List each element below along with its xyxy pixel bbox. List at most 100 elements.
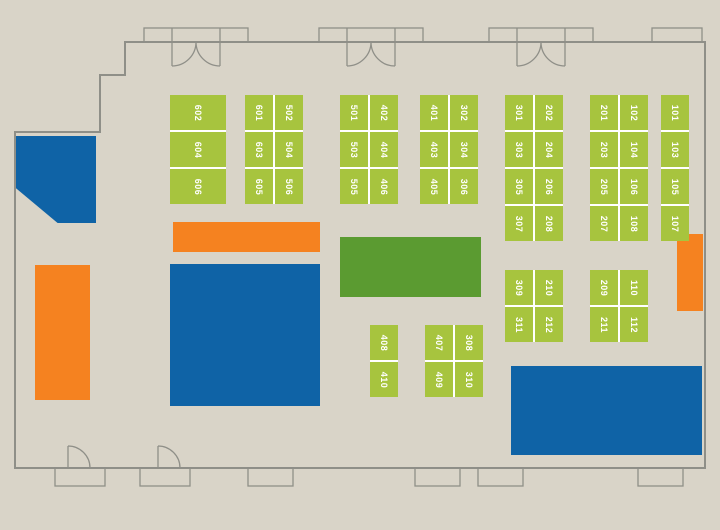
booth-number: 503 (349, 141, 359, 158)
booth-number: 302 (459, 104, 469, 121)
booth-108[interactable]: 108 (620, 206, 648, 241)
block-blue-top-left[interactable] (16, 136, 96, 223)
booth-410[interactable]: 410 (370, 362, 398, 397)
booth-403[interactable]: 403 (420, 132, 448, 167)
booth-603[interactable]: 603 (245, 132, 273, 167)
booth-208[interactable]: 208 (535, 206, 563, 241)
booth-204[interactable]: 204 (535, 132, 563, 167)
booth-309[interactable]: 309 (505, 270, 533, 305)
booth-506[interactable]: 506 (275, 169, 303, 204)
booth-number: 506 (284, 178, 294, 195)
booth-number: 304 (459, 141, 469, 158)
booth-number: 308 (464, 334, 474, 351)
booth-304[interactable]: 304 (450, 132, 478, 167)
entrance-doors-top (143, 27, 703, 67)
booth-104[interactable]: 104 (620, 132, 648, 167)
booth-number: 210 (544, 279, 554, 296)
booth-305[interactable]: 305 (505, 169, 533, 204)
booth-310[interactable]: 310 (455, 362, 483, 397)
booth-604[interactable]: 604 (170, 132, 226, 167)
block-blue-center[interactable] (170, 264, 320, 406)
booth-number: 107 (670, 215, 680, 232)
booth-301[interactable]: 301 (505, 95, 533, 130)
booth-number: 209 (599, 279, 609, 296)
booth-306[interactable]: 306 (450, 169, 478, 204)
booth-405[interactable]: 405 (420, 169, 448, 204)
booth-606[interactable]: 606 (170, 169, 226, 204)
booth-number: 204 (544, 141, 554, 158)
booth-number: 405 (429, 178, 439, 195)
booth-601[interactable]: 601 (245, 95, 273, 130)
booth-406[interactable]: 406 (370, 169, 398, 204)
booth-number: 208 (544, 215, 554, 232)
booth-number: 606 (193, 178, 203, 195)
booth-605[interactable]: 605 (245, 169, 273, 204)
booth-number: 106 (629, 178, 639, 195)
block-green-center[interactable] (340, 237, 481, 297)
booth-209[interactable]: 209 (590, 270, 618, 305)
booth-407[interactable]: 407 (425, 325, 453, 360)
group-309-210: 309 311 210 212 (505, 270, 563, 342)
booth-107[interactable]: 107 (661, 206, 689, 241)
booth-401[interactable]: 401 (420, 95, 448, 130)
booth-number: 603 (254, 141, 264, 158)
booth-501[interactable]: 501 (340, 95, 368, 130)
booth-206[interactable]: 206 (535, 169, 563, 204)
booth-number: 406 (379, 178, 389, 195)
booth-number: 103 (670, 141, 680, 158)
booth-number: 102 (629, 104, 639, 121)
booth-number: 402 (379, 104, 389, 121)
booth-201[interactable]: 201 (590, 95, 618, 130)
booth-103[interactable]: 103 (661, 132, 689, 167)
booth-number: 105 (670, 178, 680, 195)
block-blue-bottom-right[interactable] (511, 366, 702, 455)
booth-409[interactable]: 409 (425, 362, 453, 397)
booth-504[interactable]: 504 (275, 132, 303, 167)
booth-303[interactable]: 303 (505, 132, 533, 167)
block-orange-bar[interactable] (173, 222, 320, 252)
booth-number: 407 (434, 334, 444, 351)
booth-408[interactable]: 408 (370, 325, 398, 360)
booth-105[interactable]: 105 (661, 169, 689, 204)
booth-number: 602 (193, 104, 203, 121)
booth-number: 605 (254, 178, 264, 195)
booth-205[interactable]: 205 (590, 169, 618, 204)
booth-number: 408 (379, 334, 389, 351)
booth-210[interactable]: 210 (535, 270, 563, 305)
block-orange-left[interactable] (35, 265, 90, 400)
booth-number: 309 (514, 279, 524, 296)
booth-211[interactable]: 211 (590, 307, 618, 342)
booth-311[interactable]: 311 (505, 307, 533, 342)
booth-number: 206 (544, 178, 554, 195)
booth-102[interactable]: 102 (620, 95, 648, 130)
booth-number: 307 (514, 215, 524, 232)
booth-number: 112 (629, 316, 639, 333)
booth-502[interactable]: 502 (275, 95, 303, 130)
booth-602[interactable]: 602 (170, 95, 226, 130)
booth-number: 305 (514, 178, 524, 195)
block-orange-right[interactable] (677, 234, 703, 311)
booth-308[interactable]: 308 (455, 325, 483, 360)
group-407-308: 407 409 308 310 (425, 325, 483, 397)
booth-number: 310 (464, 371, 474, 388)
booth-402[interactable]: 402 (370, 95, 398, 130)
booth-404[interactable]: 404 (370, 132, 398, 167)
booth-112[interactable]: 112 (620, 307, 648, 342)
booth-505[interactable]: 505 (340, 169, 368, 204)
booth-307[interactable]: 307 (505, 206, 533, 241)
booth-207[interactable]: 207 (590, 206, 618, 241)
booth-503[interactable]: 503 (340, 132, 368, 167)
booth-106[interactable]: 106 (620, 169, 648, 204)
booth-202[interactable]: 202 (535, 95, 563, 130)
booth-203[interactable]: 203 (590, 132, 618, 167)
booth-number: 601 (254, 104, 264, 121)
booth-212[interactable]: 212 (535, 307, 563, 342)
booth-number: 110 (629, 279, 639, 296)
booth-302[interactable]: 302 (450, 95, 478, 130)
booth-number: 211 (599, 316, 609, 333)
booth-110[interactable]: 110 (620, 270, 648, 305)
booth-101[interactable]: 101 (661, 95, 689, 130)
